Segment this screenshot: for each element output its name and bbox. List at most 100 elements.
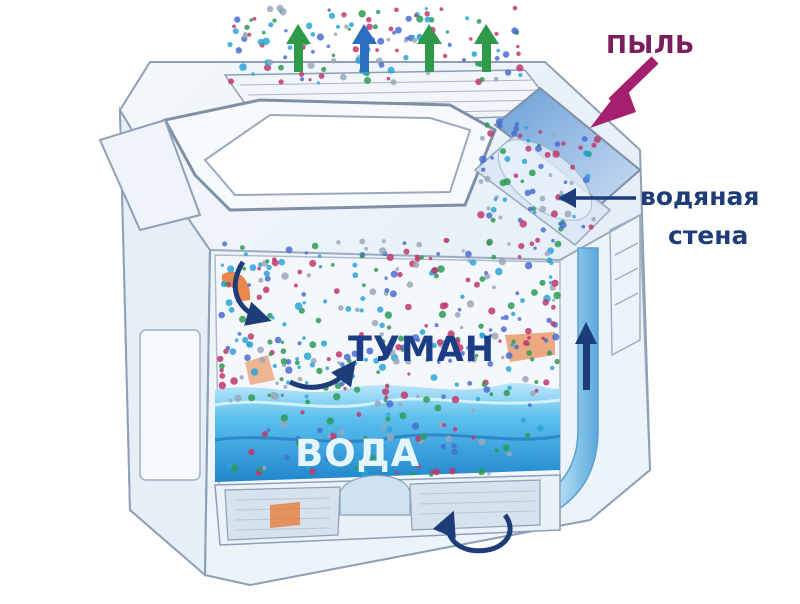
particle bbox=[469, 339, 475, 344]
particle bbox=[524, 261, 533, 270]
particle bbox=[240, 245, 245, 251]
particle bbox=[533, 210, 537, 215]
particle bbox=[398, 402, 403, 407]
particle bbox=[500, 326, 507, 333]
particle bbox=[407, 372, 411, 376]
particle bbox=[437, 360, 441, 364]
particle bbox=[387, 66, 395, 74]
particle bbox=[278, 79, 284, 85]
particle bbox=[218, 311, 225, 319]
particle bbox=[315, 317, 322, 324]
particle bbox=[249, 18, 253, 22]
particle bbox=[244, 354, 251, 362]
particle bbox=[234, 338, 239, 343]
particle bbox=[439, 7, 444, 11]
particle bbox=[352, 46, 359, 53]
particle bbox=[487, 472, 491, 476]
particle bbox=[386, 426, 393, 433]
particle bbox=[388, 26, 394, 32]
particle bbox=[445, 30, 450, 34]
water-wall-label-line1: водяная bbox=[640, 182, 760, 211]
particle bbox=[384, 311, 393, 319]
particle bbox=[505, 352, 513, 359]
particle bbox=[527, 336, 531, 340]
particle bbox=[535, 145, 542, 152]
left-curved-arrow bbox=[232, 260, 272, 326]
particle bbox=[502, 197, 508, 203]
particle bbox=[399, 441, 405, 447]
particle bbox=[428, 256, 433, 261]
particle bbox=[442, 302, 449, 309]
particle bbox=[386, 76, 391, 81]
particle bbox=[338, 305, 344, 311]
particle bbox=[268, 352, 273, 357]
particle bbox=[423, 396, 430, 403]
particle bbox=[305, 381, 309, 385]
particle bbox=[503, 444, 510, 452]
particle bbox=[551, 304, 556, 310]
particle bbox=[333, 393, 341, 401]
particle bbox=[441, 394, 446, 400]
particle bbox=[488, 333, 493, 338]
particle bbox=[547, 350, 552, 356]
particle bbox=[359, 308, 364, 313]
particle bbox=[479, 276, 486, 282]
particle bbox=[303, 352, 312, 361]
particle bbox=[491, 285, 496, 290]
particle bbox=[386, 37, 391, 42]
particle bbox=[518, 243, 525, 250]
particle bbox=[412, 261, 420, 269]
particle bbox=[323, 299, 328, 304]
particle bbox=[366, 347, 374, 355]
particle bbox=[470, 408, 476, 414]
particle bbox=[363, 435, 368, 440]
particle bbox=[285, 246, 293, 254]
particle bbox=[520, 179, 525, 184]
particle bbox=[486, 206, 491, 211]
particle bbox=[584, 150, 591, 157]
particle bbox=[506, 451, 512, 457]
particle bbox=[297, 269, 303, 275]
particle bbox=[479, 135, 485, 141]
particle bbox=[297, 341, 302, 346]
particle bbox=[361, 469, 369, 477]
particle bbox=[397, 271, 403, 278]
particle bbox=[513, 173, 519, 179]
particle bbox=[384, 288, 390, 293]
particle bbox=[304, 462, 312, 470]
particle bbox=[520, 298, 525, 303]
particle bbox=[410, 471, 415, 476]
lower-left-window bbox=[139, 329, 201, 481]
particle bbox=[360, 296, 366, 302]
particle bbox=[525, 327, 532, 335]
particle bbox=[507, 242, 511, 246]
particle bbox=[352, 262, 358, 268]
particle bbox=[374, 400, 381, 407]
particle bbox=[453, 338, 461, 346]
particle bbox=[467, 359, 472, 363]
particle bbox=[534, 388, 539, 393]
particle bbox=[505, 366, 512, 372]
particle bbox=[493, 197, 498, 202]
particle bbox=[258, 277, 264, 283]
particle bbox=[550, 321, 556, 327]
particle bbox=[244, 24, 250, 30]
mist-curved-arrow bbox=[288, 360, 357, 390]
particle bbox=[451, 443, 457, 449]
particle bbox=[431, 342, 437, 348]
particle bbox=[349, 22, 354, 28]
bottom-filter-tray bbox=[214, 474, 561, 546]
particle bbox=[257, 466, 264, 473]
particle bbox=[553, 291, 561, 300]
particle bbox=[335, 351, 343, 358]
particle bbox=[445, 435, 453, 443]
particle bbox=[294, 360, 300, 366]
particle bbox=[239, 375, 244, 380]
particle bbox=[376, 370, 381, 374]
particle bbox=[364, 357, 368, 362]
particle bbox=[310, 32, 316, 37]
particle bbox=[317, 427, 323, 434]
particle bbox=[516, 44, 520, 49]
particle bbox=[247, 333, 255, 340]
